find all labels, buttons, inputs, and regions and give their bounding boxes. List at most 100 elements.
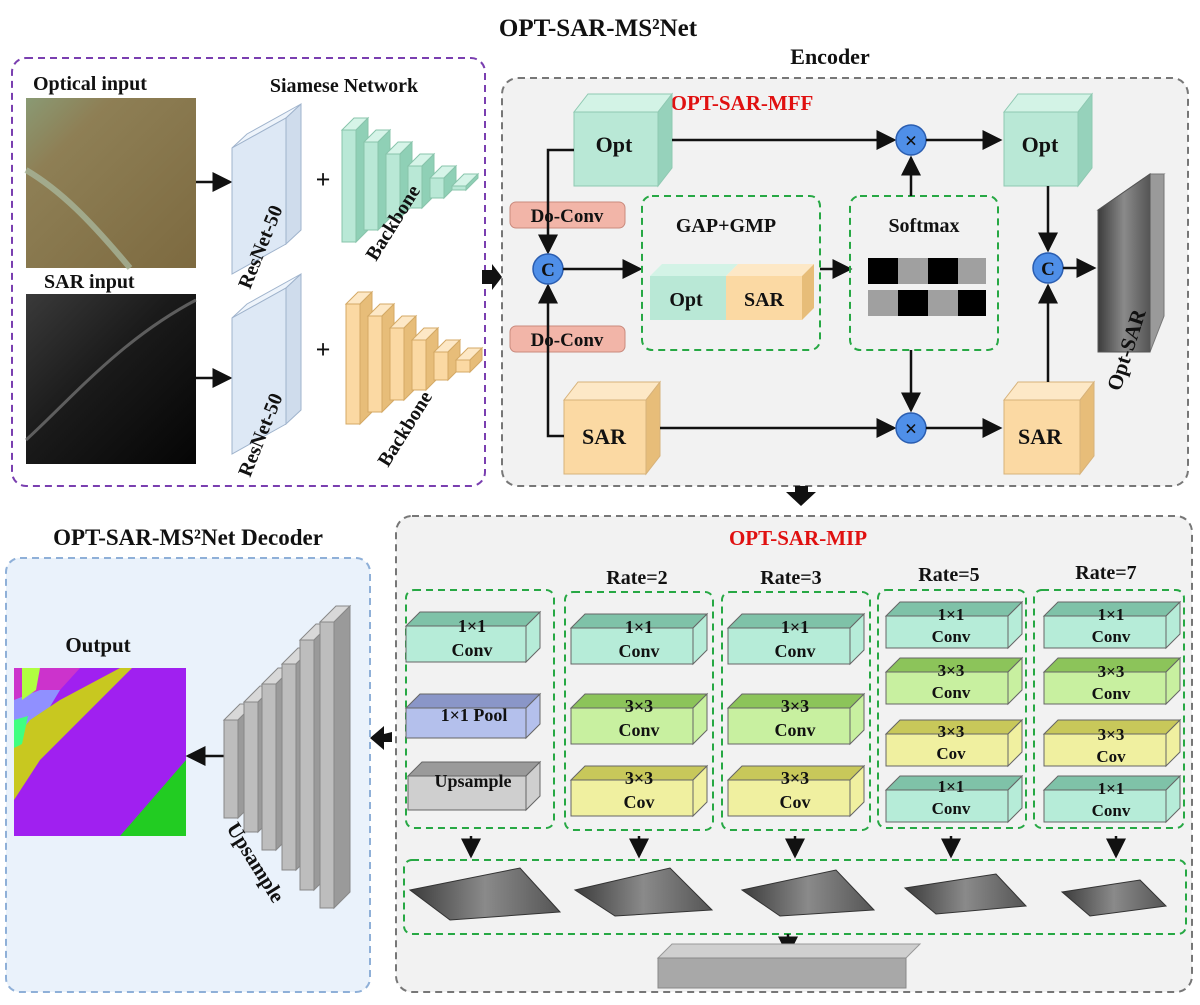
r5-b4-l2: Conv <box>932 799 971 818</box>
backbone-stack-top <box>340 116 480 244</box>
siamese-network-label: Siamese Network <box>270 75 419 97</box>
r2-b3-l2: Cov <box>624 792 655 812</box>
doconv-label-top: Do-Conv <box>531 206 604 227</box>
r3-b2-l1: 3×3 <box>781 696 809 716</box>
backbone-slab-front <box>451 185 467 191</box>
rate5-label: Rate=5 <box>918 564 979 586</box>
upsample-slab-front <box>299 639 315 891</box>
r7-conv1a-side <box>1165 600 1181 650</box>
resnet-plate-top <box>231 102 302 275</box>
r2-cov3-side <box>692 764 708 818</box>
b0-pool-side <box>525 692 541 740</box>
r7-b2-l2: Conv <box>1092 684 1131 703</box>
b0-upsample-side <box>525 760 541 812</box>
r5-cov3-side <box>1007 718 1023 768</box>
rate3-label: Rate=3 <box>760 567 821 589</box>
upsample-slab-front <box>281 663 297 871</box>
fusion-plate <box>656 943 922 989</box>
plus-top: + <box>316 165 331 194</box>
optical-input-image <box>26 98 196 268</box>
decoder-panel <box>5 557 371 993</box>
mff-title: OPT-SAR-MFF <box>671 91 814 115</box>
r5-b4-l1: 1×1 <box>938 777 965 796</box>
r2-b1-l2: Conv <box>618 641 659 661</box>
backbone-slab-front <box>367 315 383 413</box>
r7-b2-l1: 3×3 <box>1098 662 1125 681</box>
sar-shoreline <box>24 298 197 442</box>
r7-b4-l2: Conv <box>1092 801 1131 820</box>
rate2-label: Rate=2 <box>606 567 667 589</box>
doconv-box-top <box>509 201 626 229</box>
sar-cube-left-label: SAR <box>582 424 627 449</box>
rate2-box <box>564 591 714 831</box>
r7-b3-l1: 3×3 <box>1098 725 1125 744</box>
upsample-slab-front <box>261 683 277 851</box>
opt-cube-right-label: Opt <box>1022 132 1059 157</box>
r7-b4-l1: 1×1 <box>1098 779 1125 798</box>
resnet-plate-bottom <box>231 272 302 455</box>
rate3-box <box>721 591 871 831</box>
feature-map-1 <box>573 867 714 917</box>
concat-symbol-left: C <box>541 260 555 281</box>
plus-bottom: + <box>316 335 331 364</box>
softmax-box <box>849 195 999 351</box>
sar-to-concat-line <box>538 283 564 438</box>
output-label: Output <box>65 633 130 657</box>
r2-b1-l1: 1×1 <box>625 617 653 637</box>
feature-map-3 <box>903 873 1028 915</box>
feature-maps-box <box>403 859 1187 935</box>
r3-conv1-side <box>849 612 865 666</box>
opt-sar-feature-map <box>1096 173 1166 353</box>
opt-cube-right <box>1002 92 1094 188</box>
doconv-box-bottom <box>509 325 626 353</box>
sar-input-image <box>26 294 196 464</box>
upsample-slab-side <box>333 604 351 910</box>
gap-sar-label: SAR <box>744 289 785 311</box>
r3-b2-l2: Conv <box>774 720 815 740</box>
backbone-slab-front <box>455 359 471 373</box>
gap-gmp-box <box>641 195 821 351</box>
concat-symbol-right: C <box>1041 259 1055 280</box>
mip-layer-plates <box>404 600 1182 824</box>
backbone-slab-front <box>385 153 401 219</box>
upsample-slab-front <box>223 719 239 819</box>
r5-b1-l1: 1×1 <box>938 605 965 624</box>
backbone-slab-front <box>433 351 449 381</box>
encoder-to-mip-arrow <box>786 486 816 506</box>
optical-input-label: Optical input <box>33 73 147 95</box>
feature-map-2 <box>740 869 876 917</box>
branch0-box <box>405 589 555 829</box>
multiply-symbol-bottom: × <box>905 416 918 441</box>
softmax-weights-row1 <box>868 258 986 284</box>
gap-opt-label: Opt <box>669 289 703 311</box>
r2-b2-l1: 3×3 <box>625 696 653 716</box>
sar-input-label: SAR input <box>44 271 135 293</box>
opt-to-concat-line <box>538 148 574 255</box>
r5-b3-l1: 3×3 <box>938 722 965 741</box>
b0-upsample-label: Upsample <box>434 771 511 791</box>
r3-b3-l2: Cov <box>780 792 811 812</box>
sar-cube-right-label: SAR <box>1018 424 1063 449</box>
sar-cube-right <box>1002 380 1096 476</box>
b0-conv-side <box>525 610 541 664</box>
multiply-symbol-top: × <box>905 128 918 153</box>
gap-sar-block <box>726 264 814 320</box>
rate7-label: Rate=7 <box>1075 562 1136 584</box>
r3-b3-l1: 3×3 <box>781 768 809 788</box>
r7-b1-l1: 1×1 <box>1098 605 1125 624</box>
r5-conv1a-side <box>1007 600 1023 650</box>
r5-b1-l2: Conv <box>932 627 971 646</box>
diagram-title: OPT-SAR-MS²Net <box>499 15 698 42</box>
r2-b3-l1: 3×3 <box>625 768 653 788</box>
r7-cov3-side <box>1165 718 1181 768</box>
mip-to-decoder-arrow <box>370 726 392 750</box>
r2-conv3-side <box>692 692 708 746</box>
r5-b2-l1: 3×3 <box>938 661 965 680</box>
gap-opt-block <box>650 264 738 320</box>
r5-b2-l2: Conv <box>932 683 971 702</box>
doconv-label-bottom: Do-Conv <box>531 330 604 351</box>
feature-map-4 <box>1060 879 1168 917</box>
b0-pool-label: 1×1 Pool <box>441 705 508 725</box>
r3-cov3-side <box>849 764 865 818</box>
r5-conv1b-side <box>1007 774 1023 824</box>
